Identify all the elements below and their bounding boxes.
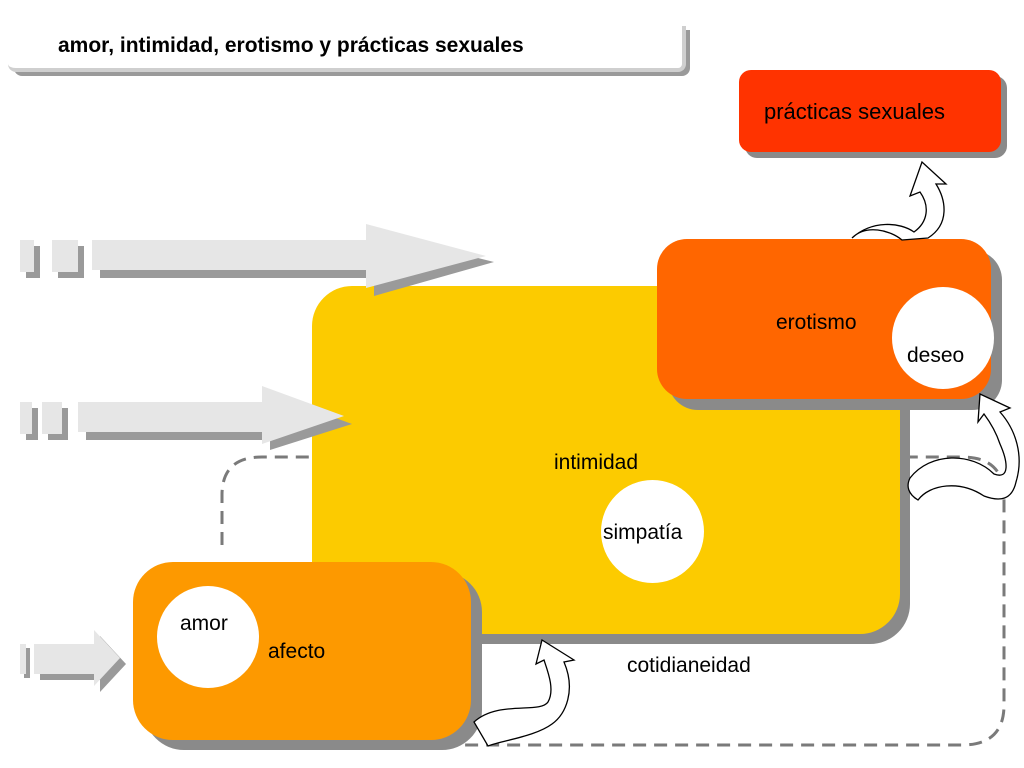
practicas-sexuales-box [739,70,1001,152]
deseo-label: deseo [907,344,965,367]
curved-arrow-icon [907,393,1020,501]
afecto-label: afecto [268,640,326,663]
deseo-circle [892,287,994,389]
simpatia-label: simpatía [603,521,683,544]
cotidianeidad-label: cotidianeidad [627,654,751,677]
intimidad-label: intimidad [554,451,639,474]
curved-arrow-icon [473,638,576,747]
title-banner [8,26,686,72]
wide-arrow-icon [20,386,352,450]
amor-circle [157,586,259,688]
page-title: amor, intimidad, erotismo y prácticas se… [58,34,524,57]
amor-label: amor [180,612,228,635]
wide-arrow-icon [20,630,126,692]
title-banner-shadow [14,30,690,76]
simpatia-circle [601,480,704,583]
practicas-sexuales-label: prácticas sexuales [764,99,945,124]
wide-arrow-icon [20,224,494,296]
erotismo-label: erotismo [776,311,857,334]
curved-arrow-icon [851,160,948,241]
